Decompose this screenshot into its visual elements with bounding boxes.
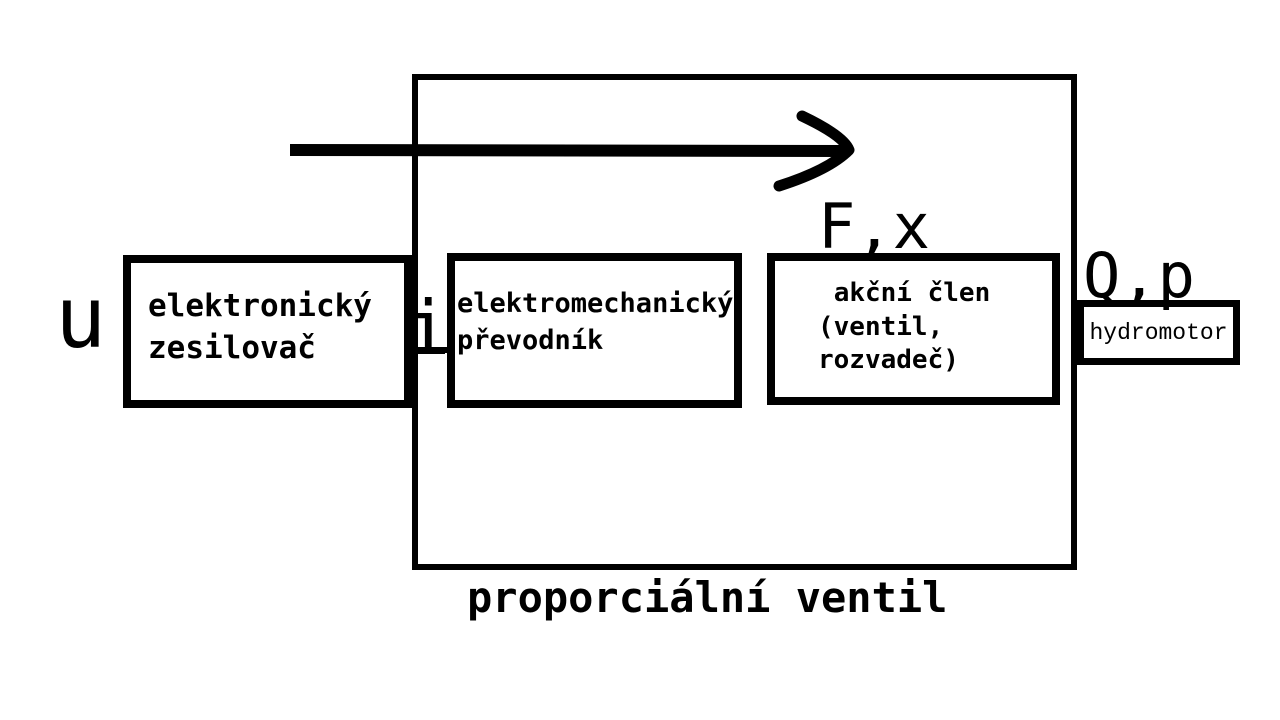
connector-line-amplifier-converter: [405, 347, 455, 353]
block-label-line: zesilovač: [148, 330, 316, 366]
block-actuator-valve: akční člen (ventil, rozvadeč): [767, 253, 1060, 405]
diagram-caption: proporciální ventil: [467, 573, 948, 622]
block-label-line: převodník: [457, 325, 604, 356]
block-electronic-amplifier: elektronický zesilovač: [123, 255, 412, 408]
block-label-line: elektronický: [148, 288, 372, 324]
block-label-line: elektromechanický: [457, 288, 734, 319]
proportional-valve-container-box: [412, 74, 1077, 570]
signal-label-force-position-fx: F,x: [818, 190, 930, 263]
signal-label-current-i: i: [405, 284, 451, 372]
block-hydromotor: hydromotor: [1077, 300, 1240, 365]
signal-label-flow-pressure-qp: Q,p: [1083, 239, 1195, 312]
block-label-line: akční člen: [833, 278, 991, 308]
block-electromechanical-converter: elektromechanický převodník: [447, 253, 742, 408]
block-label-line: rozvadeč): [818, 345, 959, 375]
block-label-line: hydromotor: [1089, 319, 1228, 346]
signal-label-voltage-u: u: [55, 269, 107, 368]
block-label-line: (ventil,: [818, 311, 944, 342]
signal-flow-arrow-icon: [289, 110, 855, 192]
